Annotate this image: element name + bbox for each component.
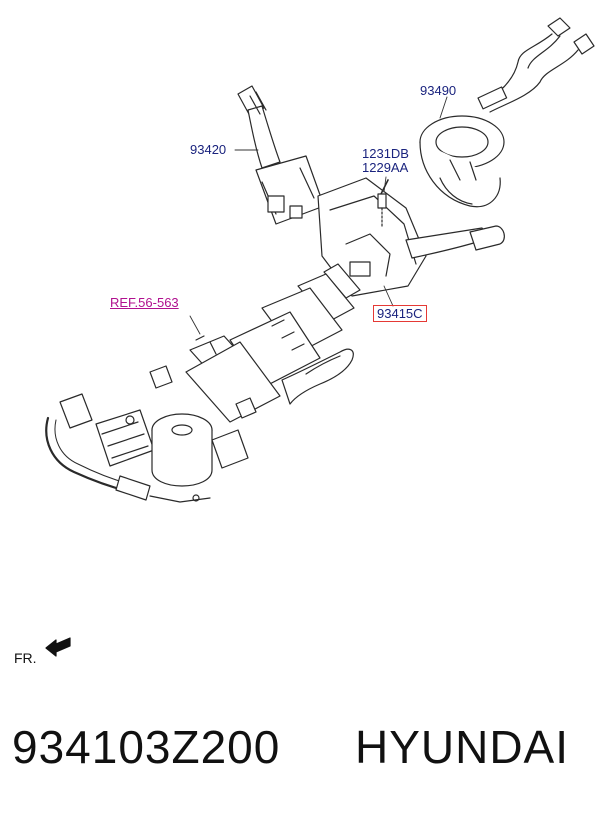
front-direction-arrow <box>45 637 71 657</box>
steering-column-shaft <box>149 263 361 423</box>
callout-93420: 93420 <box>190 142 227 157</box>
combination-switch-part <box>317 177 505 297</box>
footer-caption: 934103Z200 HYUNDAI <box>0 720 600 790</box>
callout-ref-56-563[interactable]: REF.56-563 <box>110 295 179 310</box>
leader-lines <box>189 96 448 335</box>
eps-motor-unit <box>45 393 249 503</box>
steering-column-diagram <box>45 17 595 657</box>
callout-93490: 93490 <box>420 83 457 98</box>
callout-93415c[interactable]: 93415C <box>373 305 427 322</box>
wiper-switch-part <box>237 85 325 225</box>
callout-1231db: 1231DB <box>362 146 409 161</box>
footer-part-number: 934103Z200 <box>12 721 281 773</box>
callout-1229aa: 1229AA <box>362 160 409 175</box>
clock-spring-part <box>419 17 595 208</box>
front-label: FR. <box>14 650 37 666</box>
tilt-lever <box>281 348 354 405</box>
footer-brand: HYUNDAI <box>355 721 570 773</box>
